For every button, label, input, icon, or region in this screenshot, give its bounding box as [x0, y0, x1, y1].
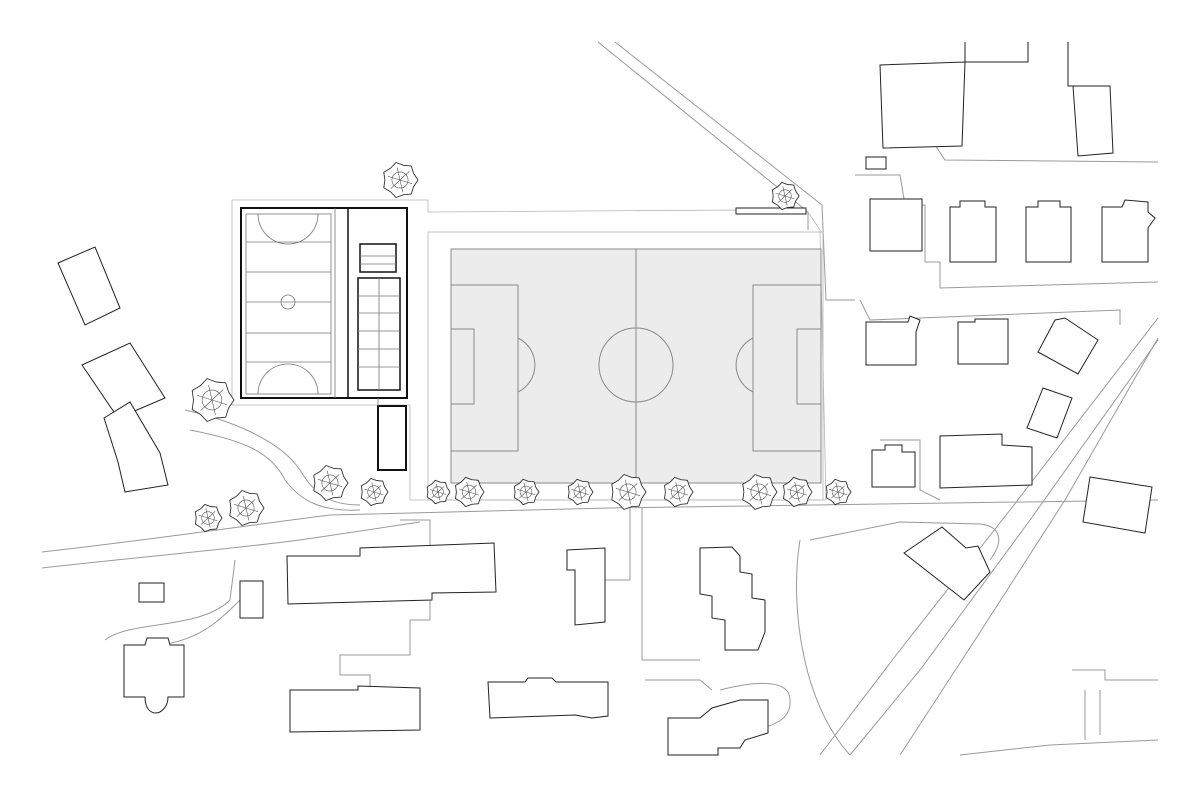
goal-area-west — [450, 328, 475, 405]
building — [123, 637, 185, 714]
building — [699, 546, 766, 651]
court-arc-north — [257, 213, 319, 245]
penalty-arc-east — [735, 337, 754, 393]
annex-building — [377, 405, 407, 471]
diagonal-road-east-edge — [849, 339, 1159, 756]
penalty-arc-west — [517, 337, 536, 393]
building — [239, 580, 264, 619]
tree-icon — [742, 473, 778, 511]
building — [871, 444, 916, 488]
building — [957, 318, 1009, 365]
tree-icon — [313, 464, 349, 502]
hall-outline — [240, 207, 408, 399]
building — [81, 342, 166, 419]
building — [138, 582, 165, 603]
tree-icon — [567, 478, 594, 506]
building — [1037, 317, 1099, 375]
sports-ground — [231, 199, 827, 501]
trees — [191, 161, 852, 533]
road-east-south — [899, 337, 1159, 756]
building — [286, 542, 497, 605]
building — [1082, 476, 1153, 534]
path-southwest — [104, 559, 236, 641]
tree-icon — [825, 478, 852, 506]
building — [1025, 200, 1072, 263]
tree-icon — [191, 378, 235, 422]
roads — [41, 41, 1159, 756]
hall-court — [245, 213, 332, 395]
building — [1026, 387, 1073, 439]
building — [289, 685, 421, 733]
path-ring-south-2 — [809, 521, 1000, 561]
building — [487, 677, 609, 719]
path-southwest-2 — [159, 599, 241, 646]
path-center-south-2 — [641, 508, 700, 661]
path-east-houses — [855, 174, 1159, 289]
tree-icon — [383, 161, 419, 199]
building — [103, 401, 169, 493]
tree-icon — [513, 478, 540, 506]
stair-block — [359, 243, 397, 273]
tree-icon — [229, 489, 265, 527]
tree-icon — [360, 477, 389, 507]
building — [869, 198, 923, 252]
path-ring-south — [796, 539, 851, 756]
building — [566, 547, 606, 626]
main-road-south — [41, 499, 1159, 553]
path-center-south-3 — [645, 679, 713, 691]
curved-path-west — [184, 409, 361, 506]
goal-area-east — [796, 328, 822, 405]
path-east-houses-2 — [859, 299, 1121, 325]
building — [667, 699, 769, 756]
path-east-steps — [880, 439, 941, 501]
building — [865, 315, 921, 366]
tree-icon — [611, 473, 647, 511]
bench-north — [735, 207, 807, 215]
court-center-circle — [280, 294, 296, 310]
sports-hall — [240, 207, 408, 471]
diagonal-road-east — [819, 317, 1159, 756]
path-bottom-east-2 — [1072, 669, 1158, 681]
pitch-center-circle — [598, 327, 674, 403]
tree-icon — [426, 479, 451, 505]
building — [1067, 42, 1114, 157]
tree-icon — [783, 476, 813, 508]
building — [57, 246, 121, 326]
building — [939, 433, 1033, 489]
building — [865, 156, 887, 170]
tree-icon — [771, 181, 800, 211]
main-road-south-edge — [41, 521, 421, 569]
path-bottom-east — [959, 739, 1159, 756]
building — [1101, 199, 1156, 263]
site-boundary — [231, 199, 827, 501]
tree-icon — [664, 476, 694, 508]
building — [964, 42, 1029, 63]
tree-icon — [455, 476, 485, 508]
building — [903, 526, 991, 601]
building — [949, 200, 997, 263]
tree-icon — [194, 503, 223, 533]
buildings — [57, 42, 1156, 756]
curved-path-west-2 — [189, 429, 361, 511]
building — [879, 61, 966, 149]
diagonal-road-north-edge — [614, 41, 855, 301]
court-arc-south — [257, 363, 319, 395]
